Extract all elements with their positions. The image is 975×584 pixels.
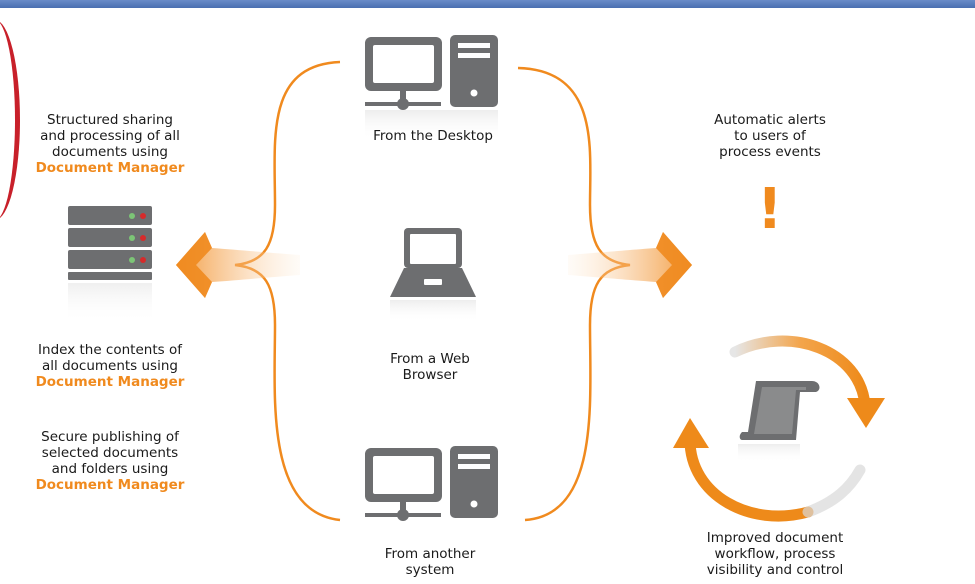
label-from-desktop: From the Desktop	[373, 128, 493, 144]
label-from-another-system: From another system	[384, 546, 476, 578]
label-secure-publishing: Secure publishing of selected documents …	[10, 429, 210, 493]
label-index-contents: Index the contents of all documents usin…	[10, 342, 210, 390]
left-brace	[176, 60, 341, 522]
desktop-computer-icon	[365, 35, 498, 140]
desktop-computer-icon	[365, 446, 498, 521]
laptop-icon	[390, 228, 476, 322]
header-bar	[0, 0, 975, 8]
label-improved-workflow: Improved document workflow, process visi…	[706, 530, 844, 578]
red-arc-decoration	[0, 20, 20, 220]
document-manager-highlight: Document Manager	[35, 160, 185, 176]
label-structured-sharing: Structured sharing and processing of all…	[10, 112, 210, 176]
label-from-web-browser: From a Web Browser	[390, 351, 470, 383]
document-scroll-icon	[738, 381, 820, 462]
document-manager-highlight: Document Manager	[35, 477, 185, 493]
right-brace	[517, 66, 692, 522]
cycle-arrows-icon	[673, 335, 885, 522]
label-automatic-alerts: Automatic alerts to users of process eve…	[714, 112, 826, 160]
document-manager-highlight: Document Manager	[35, 374, 185, 390]
server-rack-icon	[68, 206, 152, 323]
alert-icon: !	[757, 177, 783, 242]
